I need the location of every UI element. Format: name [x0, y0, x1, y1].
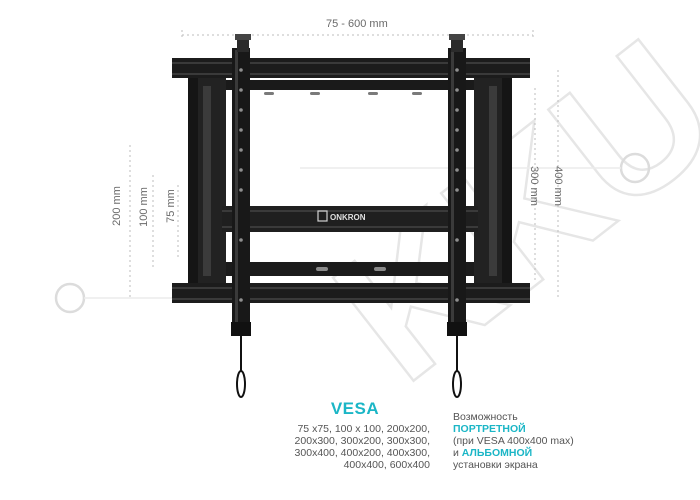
left-arm — [231, 34, 251, 336]
brand-logo: ONKRON — [330, 213, 366, 222]
orientation-line: (при VESA 400x400 max) — [453, 435, 574, 447]
vesa-title: VESA — [330, 399, 380, 418]
vesa-line: 200x300, 300x200, 300x300, — [294, 435, 430, 447]
dimension-lines — [129, 30, 559, 300]
height-200-label: 200 mm — [110, 186, 123, 226]
portrait-label: ПОРТРЕТНОЙ — [453, 423, 526, 435]
right-arm — [447, 34, 467, 336]
height-300-label: 300 mm — [527, 166, 540, 206]
and-text: и — [453, 447, 459, 459]
orientation-info: Возможность ПОРТРЕТНОЙ (при VESA 400x400… — [453, 411, 653, 471]
vesa-sizes-list: 75 x75, 100 x 100, 200x200, 200x300, 300… — [262, 423, 430, 471]
wall-mount: ONKRON — [172, 34, 530, 398]
release-cords — [236, 336, 462, 398]
orientation-line: Возможность — [453, 411, 518, 423]
vesa-line: 400x400, 600x400 — [343, 459, 430, 471]
height-400-label: 400 mm — [551, 166, 564, 206]
width-range-label: 75 - 600 mm — [326, 18, 388, 30]
height-100-label: 100 mm — [137, 187, 150, 227]
vesa-line: 75 x75, 100 x 100, 200x200, — [297, 423, 430, 435]
landscape-label: АЛЬБОМНОЙ — [461, 447, 533, 459]
orientation-line: и АЛЬБОМНОЙ — [453, 447, 653, 459]
vesa-line: 300x400, 400x200, 400x300, — [294, 447, 430, 459]
orientation-line: установки экрана — [453, 459, 538, 471]
height-75-label: 75 mm — [164, 189, 177, 223]
